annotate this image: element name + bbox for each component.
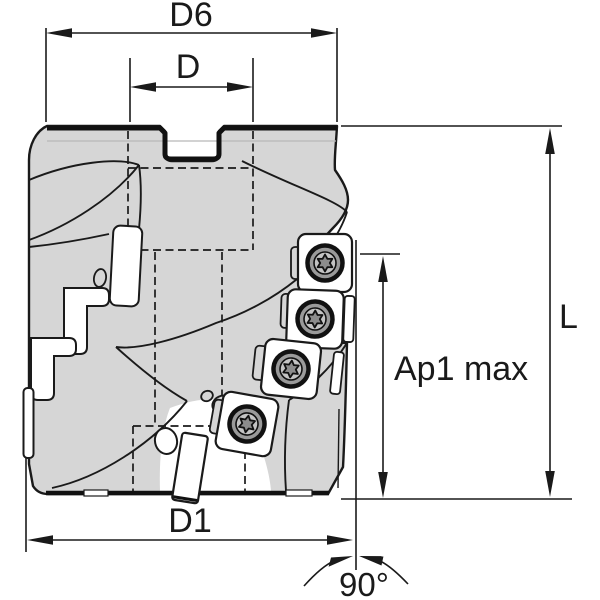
right-insert-stack — [208, 232, 356, 458]
shim — [342, 295, 356, 343]
arrowhead-icon — [130, 82, 156, 92]
hidden-lines — [127, 131, 254, 491]
bottom-insert — [171, 431, 209, 505]
left-edge-inserts — [22, 224, 144, 459]
dimension-l: L — [341, 125, 578, 500]
edge-insert — [108, 224, 144, 308]
dimension-d6: D6 — [45, 0, 338, 122]
insert-3 — [259, 337, 323, 401]
arrowhead-icon — [359, 556, 384, 566]
bottom-face-notch — [285, 489, 313, 497]
arrowhead-icon — [327, 535, 353, 545]
arrowhead-icon — [378, 472, 388, 498]
arrowhead-icon — [328, 556, 353, 567]
insert-2 — [285, 288, 345, 350]
arrowhead-icon — [46, 28, 72, 38]
dimension-label: 90° — [339, 566, 389, 600]
edge-insert-sliver — [22, 387, 35, 459]
dimension-label: Ap1 max — [394, 350, 528, 388]
top-face-edge — [47, 125, 337, 162]
dimension-ap1: Ap1 max — [360, 253, 528, 498]
arrowhead-icon — [545, 471, 555, 497]
dimension-label: D1 — [168, 502, 211, 540]
bottom-insert-edge — [173, 495, 198, 502]
coolant-hole — [153, 427, 179, 455]
dimension-d1: D1 — [25, 240, 357, 570]
dimension-d: D — [129, 48, 254, 122]
dimension-angle-90: 90° — [303, 556, 409, 600]
bottom-face-notch — [83, 489, 109, 497]
dimension-label: D — [176, 48, 201, 86]
arrowhead-icon — [545, 128, 555, 154]
dimension-label: L — [559, 298, 578, 336]
arrowhead-icon — [227, 82, 253, 92]
dimension-label: D6 — [169, 0, 212, 34]
shim — [329, 350, 345, 396]
edge-insert-pocket — [30, 337, 77, 401]
dimensions: D6 D L Ap1 max — [25, 0, 578, 600]
arrowhead-icon — [378, 256, 388, 282]
screw-head-edge — [92, 268, 108, 288]
insert-1 — [296, 232, 354, 294]
insert-4 — [214, 390, 280, 458]
pocket-lump — [200, 389, 214, 403]
arrowhead-icon — [311, 28, 337, 38]
arrowhead-icon — [27, 535, 53, 545]
